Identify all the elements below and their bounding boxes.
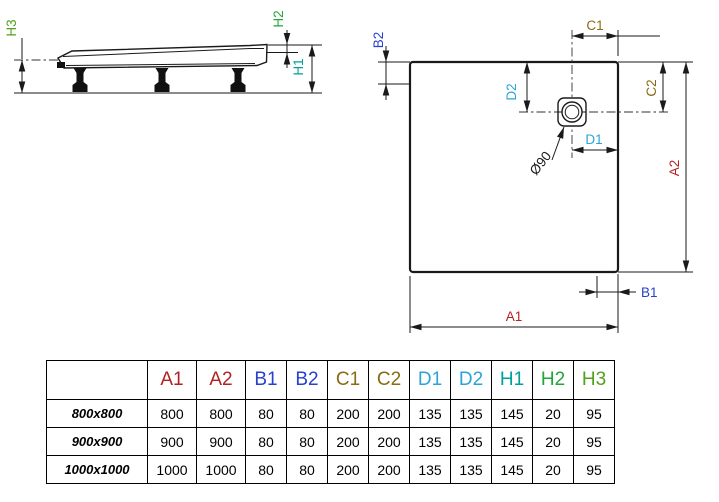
dim-label-c1: C1	[586, 18, 603, 33]
table-row: 800x800 800 800 80 80 200 200 135 135 14…	[46, 399, 615, 428]
cell: 1000	[196, 455, 246, 484]
tray-bottom-line	[65, 63, 256, 66]
cell: 200	[368, 455, 410, 484]
col-header-d2: D2	[450, 360, 492, 400]
tray-foot	[154, 68, 170, 92]
cell: 800	[196, 399, 246, 428]
dim-label-d1: D1	[585, 132, 602, 147]
col-header-h1: H1	[491, 360, 533, 400]
table-header-row: A1 A2 B1 B2 C1 C2 D1 D2 H1 H2 H3	[46, 360, 615, 400]
dimension-c1: C1	[572, 18, 660, 56]
cell: 80	[245, 427, 287, 456]
cell: 200	[368, 399, 410, 428]
table-row: 900x900 900 900 80 80 200 200 135 135 14…	[46, 427, 615, 456]
dim-label-h1: H1	[291, 58, 306, 75]
tray-foot	[230, 68, 246, 92]
col-header-b1: B1	[245, 360, 287, 400]
table-corner-cell	[46, 360, 148, 400]
cell: 80	[286, 427, 328, 456]
cell: 80	[286, 399, 328, 428]
dimension-c2: C2	[618, 61, 693, 112]
cell: 135	[450, 427, 492, 456]
cell: 135	[450, 399, 492, 428]
dim-label-a2: A2	[667, 160, 682, 177]
cell: 200	[327, 427, 369, 456]
cell: 20	[532, 455, 574, 484]
dimension-b2: B2	[371, 32, 410, 100]
cell: 80	[245, 455, 287, 484]
plan-view-drawing: C1 C2 D2 D1 Ø90 A2	[371, 18, 693, 333]
col-header-h2: H2	[532, 360, 574, 400]
dimensions-table: A1 A2 B1 B2 C1 C2 D1 D2 H1 H2 H3 800x800…	[46, 360, 615, 484]
cell: 135	[409, 427, 451, 456]
cell: 95	[573, 399, 615, 428]
tray-side-profile	[14, 43, 322, 94]
col-header-a2: A2	[196, 360, 246, 400]
dimension-d2: D2	[504, 62, 531, 112]
dim-label-h3: H3	[4, 19, 19, 36]
cell: 200	[327, 455, 369, 484]
side-view-drawing: H3 H2 H1	[4, 10, 322, 94]
col-header-d1: D1	[409, 360, 451, 400]
cell: 900	[147, 427, 197, 456]
dim-label-c2: C2	[644, 79, 659, 96]
dimension-h3: H3	[4, 19, 26, 93]
dim-label-a1: A1	[506, 309, 523, 324]
cell: 800	[147, 399, 197, 428]
table-row: 1000x1000 1000 1000 80 80 200 200 135 13…	[46, 455, 615, 484]
dim-label-b1: B1	[641, 285, 658, 300]
dimension-b1: B1	[579, 274, 658, 333]
row-label-800x800: 800x800	[46, 399, 148, 428]
dim-label-h2: H2	[271, 10, 286, 27]
dimension-d1: D1	[572, 132, 618, 154]
col-header-c1: C1	[327, 360, 369, 400]
cell: 200	[368, 427, 410, 456]
cell: 20	[532, 399, 574, 428]
cell: 145	[491, 455, 533, 484]
tray-left-bracket	[57, 62, 65, 68]
dimension-h2: H2	[266, 10, 322, 68]
tray-plan-outline	[408, 30, 671, 274]
cell: 145	[491, 399, 533, 428]
cell: 95	[573, 455, 615, 484]
cell: 80	[286, 455, 328, 484]
cell: 145	[491, 427, 533, 456]
dimension-h1: H1	[291, 45, 316, 93]
cell: 135	[409, 455, 451, 484]
cell: 95	[573, 427, 615, 456]
col-header-a1: A1	[147, 360, 197, 400]
cell: 80	[245, 399, 287, 428]
row-label-900x900: 900x900	[46, 427, 148, 456]
dimension-a2: A2	[618, 62, 693, 273]
dim-label-b2: B2	[371, 32, 386, 49]
cell: 135	[450, 455, 492, 484]
tray-foot	[72, 68, 88, 92]
row-label-1000x1000: 1000x1000	[46, 455, 148, 484]
drain-inner-circle	[564, 104, 580, 120]
dimension-a1: A1	[409, 276, 618, 333]
tray-rim-line	[62, 48, 264, 57]
cell: 900	[196, 427, 246, 456]
cell: 20	[532, 427, 574, 456]
cell: 135	[409, 399, 451, 428]
col-header-c2: C2	[368, 360, 410, 400]
col-header-b2: B2	[286, 360, 328, 400]
cell: 200	[327, 399, 369, 428]
cell: 1000	[147, 455, 197, 484]
dim-label-d2: D2	[504, 83, 519, 100]
col-header-h3: H3	[573, 360, 615, 400]
